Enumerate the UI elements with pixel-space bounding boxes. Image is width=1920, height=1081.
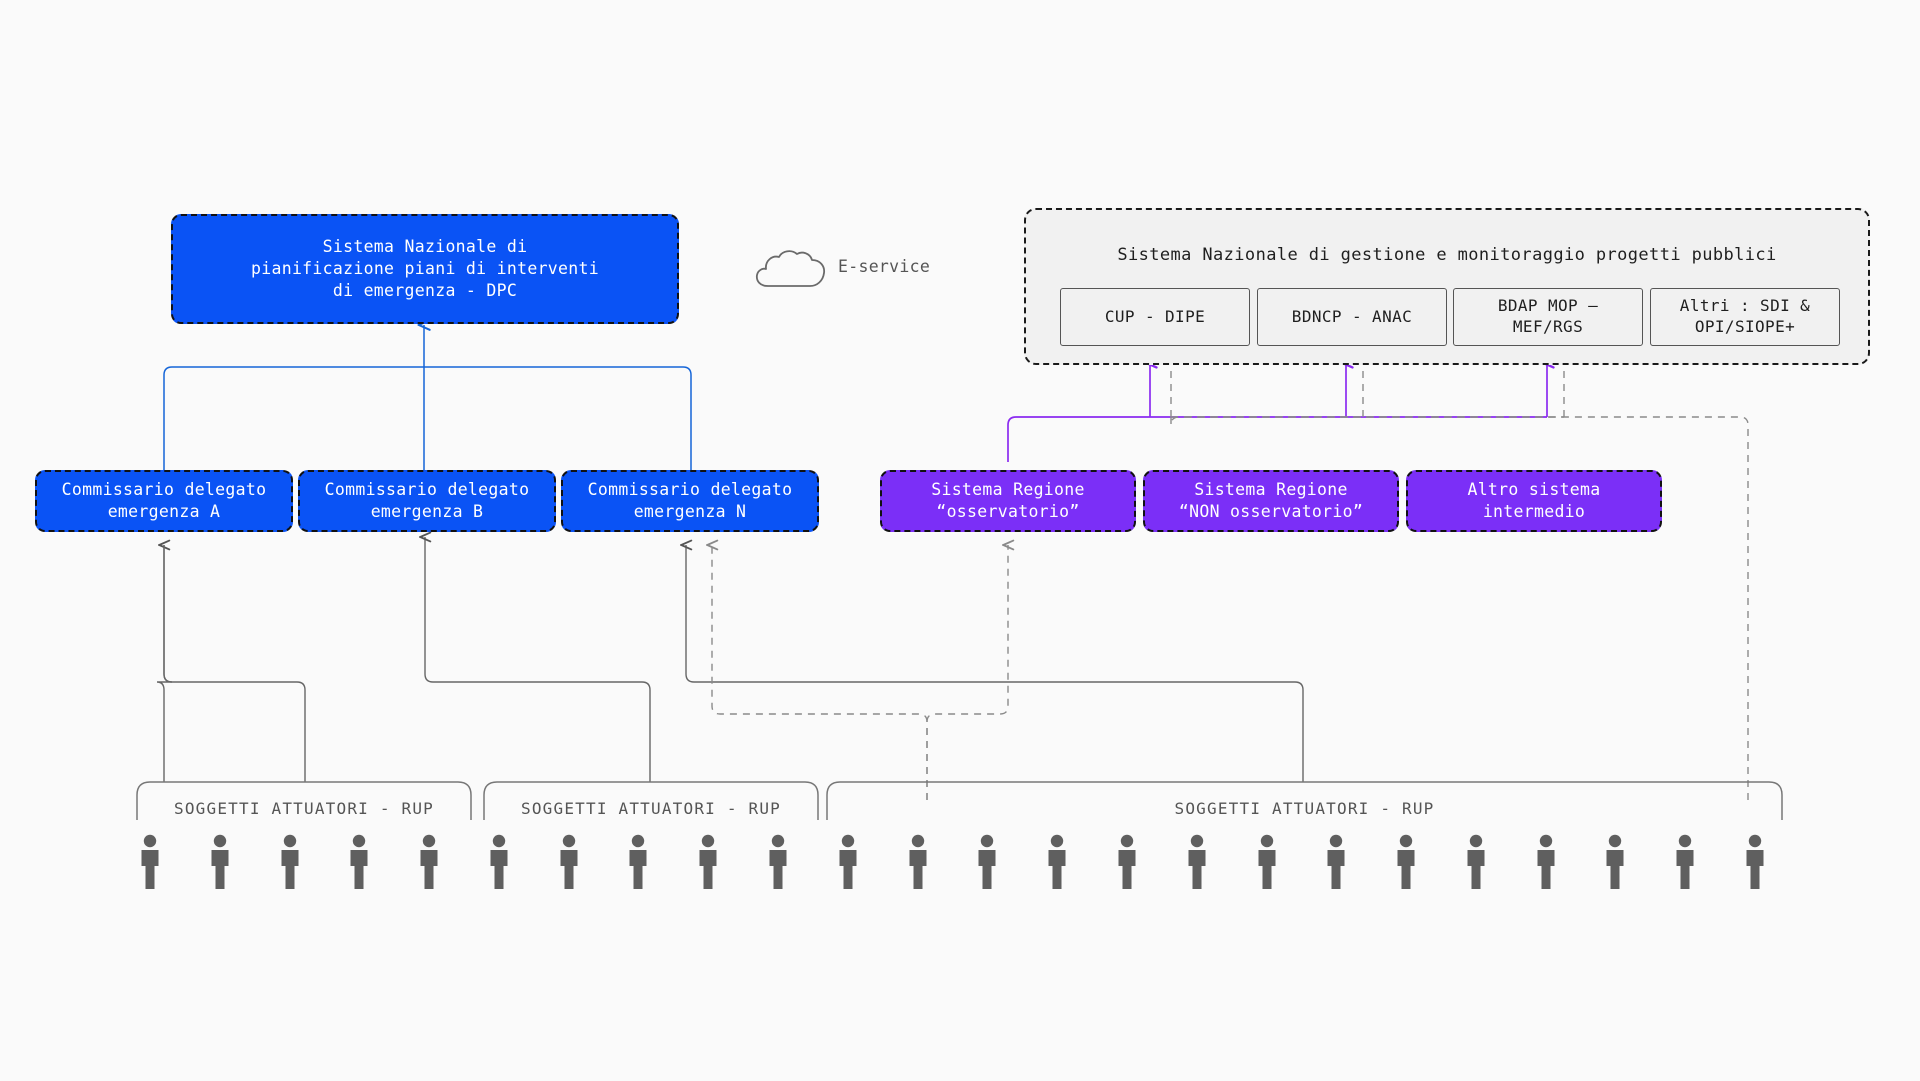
- bracket-label-3: SOGGETTI ATTUATORI - RUP: [1174, 799, 1435, 818]
- node-commissario-delegato-emergenza-n[interactable]: Commissario delegato emergenza N: [561, 470, 819, 532]
- subnode-bdap-mop-mef-rgs[interactable]: BDAP MOP – MEF/RGS: [1453, 288, 1643, 346]
- cloud-icon: [755, 250, 825, 287]
- node-sistema-regione-non-osservatorio[interactable]: Sistema Regione “NON osservatorio”: [1143, 470, 1399, 532]
- gray-dashed-direct-bus: [1171, 355, 1749, 800]
- person-icon: [978, 834, 996, 889]
- person-icon: [1537, 834, 1555, 889]
- gray-dashed-connector-group: [712, 545, 1008, 800]
- person-icon: [350, 834, 368, 889]
- subnode-altri-sdi-opi-siope[interactable]: Altri : SDI & OPI/SIOPE+: [1650, 288, 1840, 346]
- bracket-label-1: SOGGETTI ATTUATORI - RUP: [174, 799, 434, 818]
- person-icon: [1746, 834, 1764, 889]
- person-icon: [141, 834, 159, 889]
- person-icon: [1467, 834, 1485, 889]
- person-icon: [1676, 834, 1694, 889]
- node-sistema-regione-osservatorio[interactable]: Sistema Regione “osservatorio”: [880, 470, 1136, 532]
- bracket-label-2: SOGGETTI ATTUATORI - RUP: [521, 799, 781, 818]
- person-icon: [1188, 834, 1206, 889]
- person-icon: [1397, 834, 1415, 889]
- gray-connector-group: [156, 537, 1304, 782]
- person-icon: [839, 834, 857, 889]
- person-icon: [1118, 834, 1136, 889]
- node-altro-sistema-intermedio[interactable]: Altro sistema intermedio: [1406, 470, 1662, 532]
- person-icon: [490, 834, 508, 889]
- person-icon: [281, 834, 299, 889]
- person-icon: [769, 834, 787, 889]
- person-icon: [211, 834, 229, 889]
- eservice-label: E-service: [838, 257, 931, 276]
- node-commissario-delegato-emergenza-a[interactable]: Commissario delegato emergenza A: [35, 470, 293, 532]
- subnode-cup-dipe[interactable]: CUP - DIPE: [1060, 288, 1250, 346]
- person-icon: [1258, 834, 1276, 889]
- person-icon: [909, 834, 927, 889]
- person-icon: [699, 834, 717, 889]
- node-commissario-delegato-emergenza-b[interactable]: Commissario delegato emergenza B: [298, 470, 556, 532]
- panel-title: Sistema Nazionale di gestione e monitora…: [1117, 245, 1777, 265]
- blue-connector-bus: [163, 325, 692, 470]
- person-icon: [1606, 834, 1624, 889]
- person-icon: [1048, 834, 1066, 889]
- purple-connector-bus: [1007, 362, 1547, 462]
- person-icon: [420, 834, 438, 889]
- node-sistema-nazionale-pianificazione[interactable]: Sistema Nazionale di pianificazione pian…: [171, 214, 679, 324]
- person-icon: [1327, 834, 1345, 889]
- person-icon: [629, 834, 647, 889]
- subnode-bdncp-anac[interactable]: BDNCP - ANAC: [1257, 288, 1447, 346]
- person-icon: [560, 834, 578, 889]
